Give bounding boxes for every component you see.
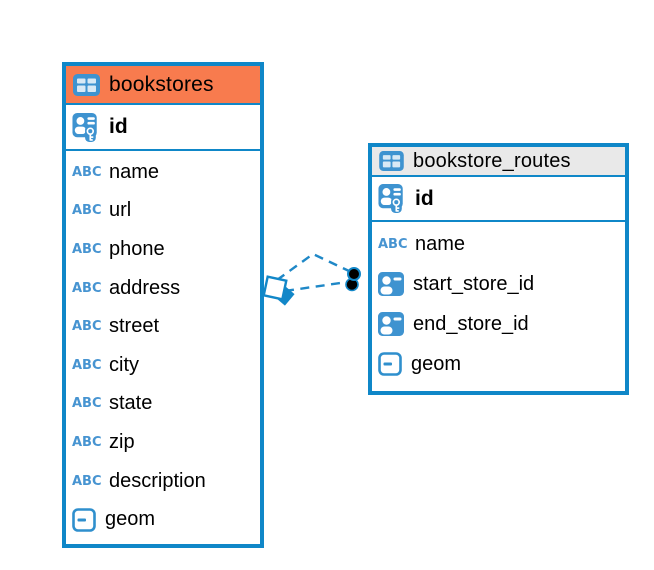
column-name: start_store_id [413, 272, 535, 295]
column-row-bookstores-geom[interactable]: geom [66, 500, 260, 539]
entity-bookstore-routes-header[interactable]: bookstore_routes [372, 147, 625, 177]
column-name: name [109, 160, 160, 183]
text-type-icon: ABC [72, 241, 102, 257]
text-type-icon: ABC [72, 164, 102, 180]
column-name: zip [109, 430, 135, 453]
diamond-marker [262, 275, 288, 301]
column-name: street [109, 315, 160, 338]
entity-bookstores[interactable]: bookstores id A [62, 62, 264, 548]
column-row-bookstores-url[interactable]: ABC url [66, 192, 260, 231]
column-row-routes-end-store-id[interactable]: end_store_id [372, 304, 625, 344]
column-row-bookstores-name[interactable]: ABC name [66, 153, 260, 192]
column-name: address [109, 276, 181, 299]
column-name: id [109, 115, 128, 138]
text-type-icon: ABC [72, 473, 102, 489]
column-name: state [109, 392, 153, 415]
relationship-connector[interactable] [250, 230, 385, 315]
column-row-bookstores-street[interactable]: ABC street [66, 307, 260, 346]
text-type-icon: ABC [72, 434, 102, 450]
column-name: geom [411, 352, 462, 375]
entity-bookstores-header[interactable]: bookstores [66, 66, 260, 105]
bookstores-columns: ABC name ABC url ABC phone ABC address A… [66, 151, 260, 539]
column-row-bookstores-phone[interactable]: ABC phone [66, 230, 260, 269]
routes-columns: ABC name start_store_id [372, 222, 625, 384]
column-name: end_store_id [413, 312, 529, 335]
column-row-routes-name[interactable]: ABC name [372, 224, 625, 264]
foreign-key-icon [378, 272, 404, 296]
text-type-icon: ABC [72, 203, 102, 219]
column-name: name [415, 232, 466, 255]
column-row-routes-start-store-id[interactable]: start_store_id [372, 264, 625, 304]
column-name: description [109, 469, 206, 492]
column-row-routes-geom[interactable]: geom [372, 344, 625, 384]
column-row-bookstores-zip[interactable]: ABC zip [66, 423, 260, 462]
column-row-routes-id[interactable]: id [372, 177, 625, 222]
geometry-type-icon [378, 352, 402, 376]
text-type-icon: ABC [72, 357, 102, 373]
text-type-icon: ABC [378, 236, 408, 252]
column-name: phone [109, 237, 165, 260]
column-row-bookstores-description[interactable]: ABC description [66, 462, 260, 501]
primary-key-icon [72, 112, 100, 143]
column-row-bookstores-id[interactable]: id [66, 105, 260, 151]
primary-key-icon [378, 183, 406, 214]
entity-bookstore-routes[interactable]: bookstore_routes id [368, 143, 629, 395]
relationship-line-dashed [284, 280, 348, 293]
column-row-bookstores-address[interactable]: ABC address [66, 269, 260, 308]
foreign-key-icon [378, 312, 404, 336]
table-icon [73, 73, 100, 96]
column-row-bookstores-city[interactable]: ABC city [66, 346, 260, 385]
column-name: id [415, 186, 434, 210]
relationship-line-dashed [276, 252, 350, 281]
dot-marker [347, 267, 361, 281]
text-type-icon: ABC [72, 280, 102, 296]
text-type-icon: ABC [72, 396, 102, 412]
column-row-bookstores-state[interactable]: ABC state [66, 385, 260, 424]
entity-title: bookstore_routes [413, 149, 571, 172]
geometry-type-icon [72, 507, 96, 532]
table-icon [379, 151, 404, 171]
entity-title: bookstores [109, 72, 214, 96]
column-name: url [109, 199, 132, 222]
column-name: city [109, 353, 139, 376]
column-name: geom [105, 508, 156, 531]
text-type-icon: ABC [72, 319, 102, 335]
